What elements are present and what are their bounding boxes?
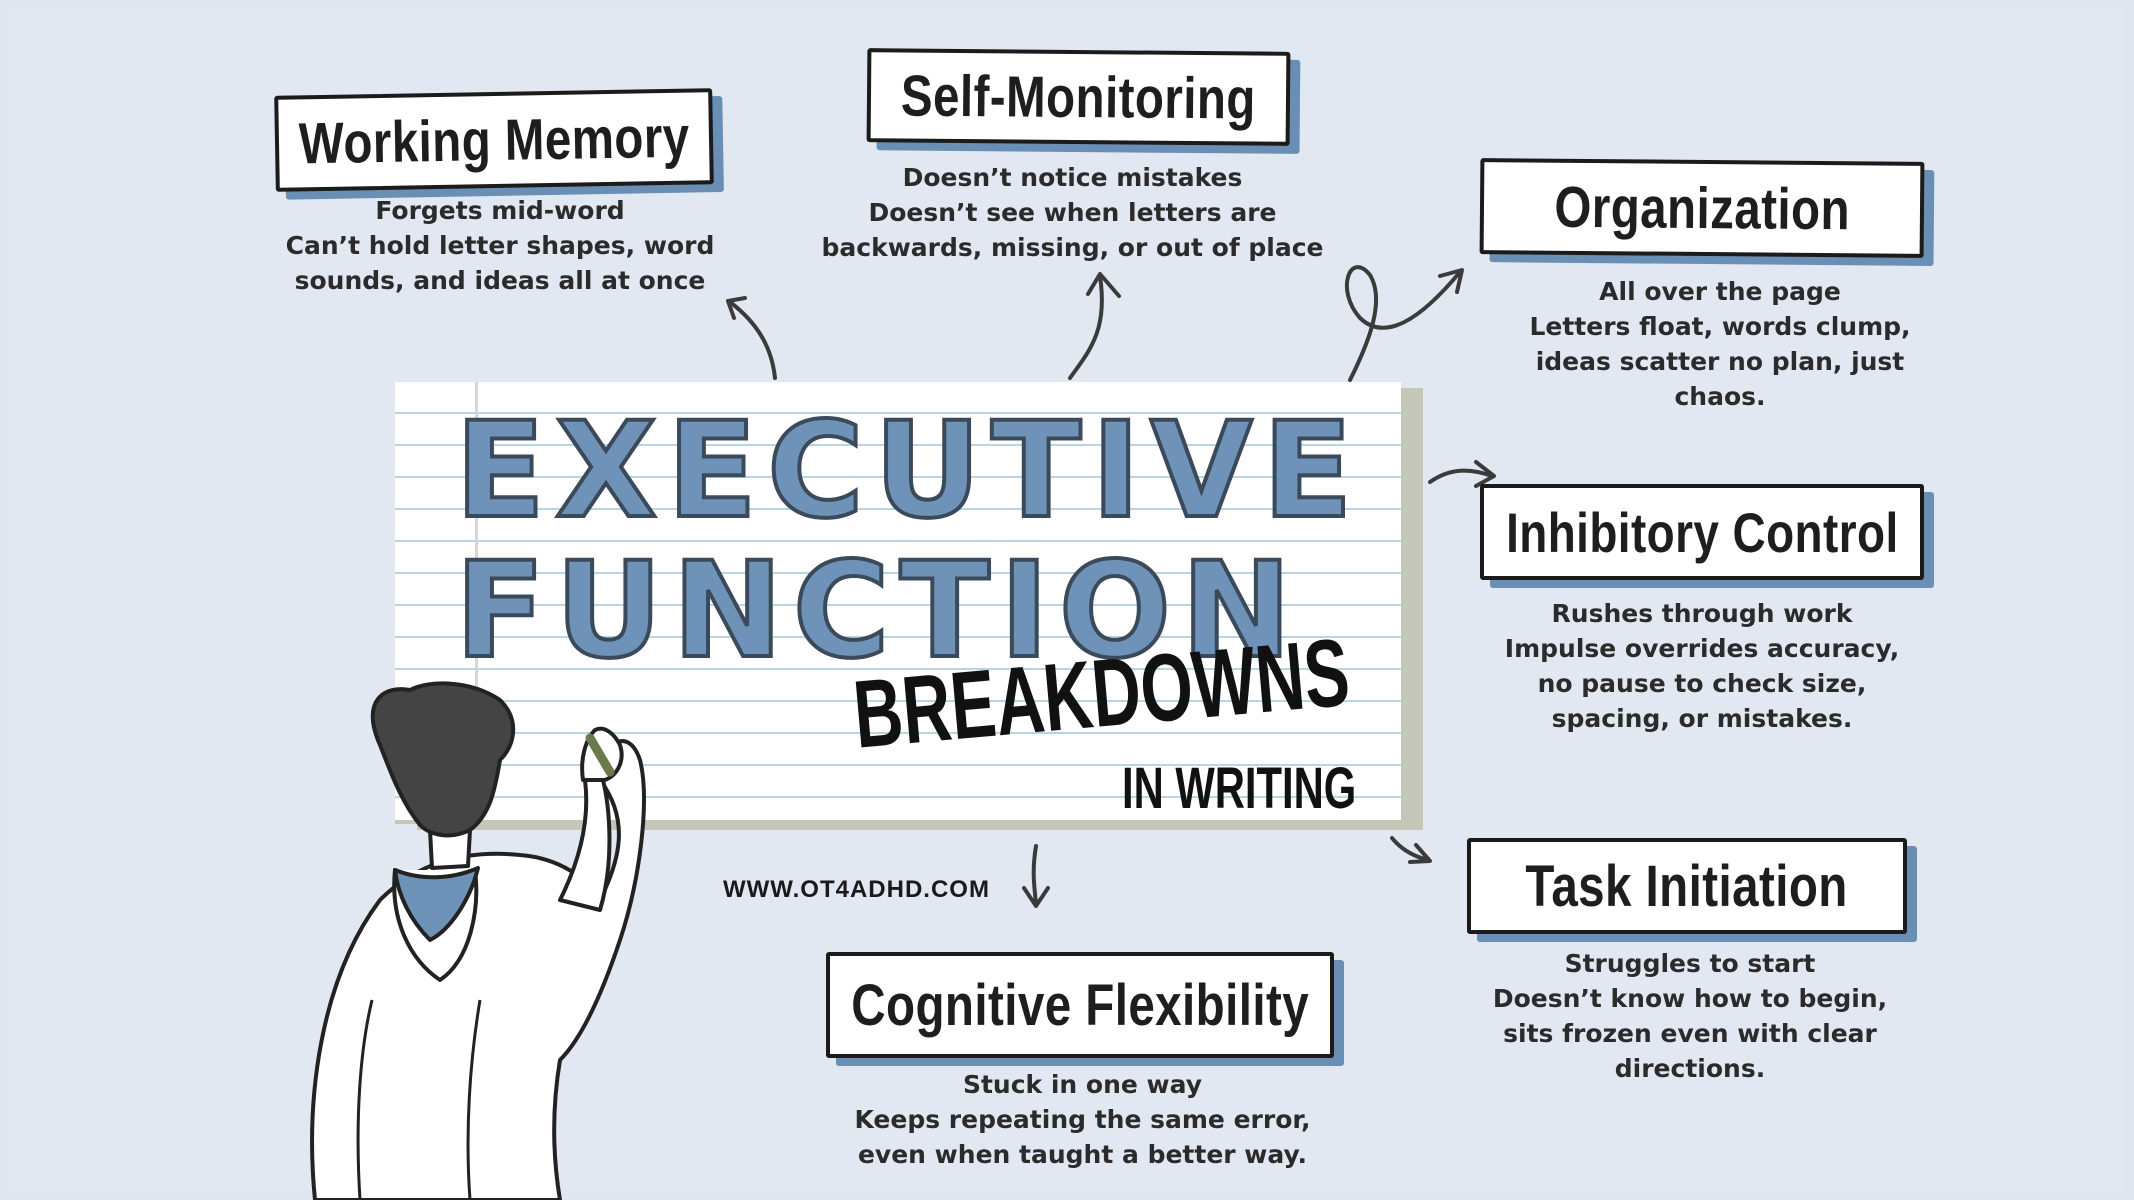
title-in-writing: IN WRITING (1122, 756, 1357, 821)
label-organization: Organization (1479, 158, 1925, 258)
website-label: WWW.OT4ADHD.COM (723, 876, 990, 903)
arrow-self-monitoring (1068, 274, 1104, 380)
desc-line: Can’t hold letter shapes, word (285, 231, 715, 260)
desc-line: spacing, or mistakes. (1551, 704, 1853, 733)
title-executive: EXECUTIVE (453, 394, 1363, 548)
label-cognitive-flexibility: Cognitive Flexibility (826, 952, 1334, 1058)
desc-line: Doesn’t know how to begin, (1492, 984, 1888, 1013)
arrow-organization (1344, 265, 1462, 382)
label-task-initiation: Task Initiation (1467, 838, 1907, 934)
paper-margin-line (475, 382, 478, 820)
arrow-task-initiation (1390, 836, 1430, 862)
desc-organization: All over the page Letters float, words c… (1480, 274, 1960, 414)
desc-line: Struggles to start (1564, 949, 1816, 978)
desc-line: Stuck in one way (962, 1070, 1203, 1099)
arrow-working-memory (728, 300, 777, 380)
desc-line: ideas scatter no plan, just (1535, 347, 1905, 376)
label-inhibitory-control: Inhibitory Control (1480, 484, 1924, 580)
desc-line: All over the page (1599, 277, 1841, 306)
desc-line: no pause to check size, (1537, 669, 1867, 698)
arrow-inhibitory-control (1428, 468, 1494, 484)
desc-line: Doesn’t notice mistakes (902, 163, 1243, 192)
desc-line: Keeps repeating the same error, (854, 1105, 1311, 1134)
title-function: FUNCTION (453, 534, 1302, 688)
lined-paper (395, 382, 1401, 824)
desc-line: even when taught a better way. (857, 1140, 1308, 1169)
desc-line: sounds, and ideas all at once (294, 266, 706, 295)
desc-line: Letters float, words clump, (1529, 312, 1911, 341)
desc-task-initiation: Struggles to start Doesn’t know how to b… (1440, 946, 1940, 1086)
arrow-cognitive-flexibility (1031, 844, 1038, 905)
desc-line: chaos. (1674, 382, 1766, 411)
desc-working-memory: Forgets mid-word Can’t hold letter shape… (230, 193, 770, 298)
desc-line: Impulse overrides accuracy, (1504, 634, 1900, 663)
desc-self-monitoring: Doesn’t notice mistakes Doesn’t see when… (820, 160, 1325, 265)
person-illustration (310, 681, 646, 1200)
desc-line: Rushes through work (1551, 599, 1853, 628)
desc-line: Forgets mid-word (375, 196, 625, 225)
desc-line: backwards, missing, or out of place (821, 233, 1324, 262)
desc-line: directions. (1614, 1054, 1766, 1083)
label-working-memory: Working Memory (274, 88, 714, 192)
desc-inhibitory-control: Rushes through work Impulse overrides ac… (1460, 596, 1944, 736)
label-self-monitoring: Self-Monitoring (866, 48, 1291, 146)
desc-line: sits frozen even with clear (1503, 1019, 1877, 1048)
desc-line: Doesn’t see when letters are (868, 198, 1277, 227)
desc-cognitive-flexibility: Stuck in one way Keeps repeating the sam… (820, 1067, 1345, 1172)
